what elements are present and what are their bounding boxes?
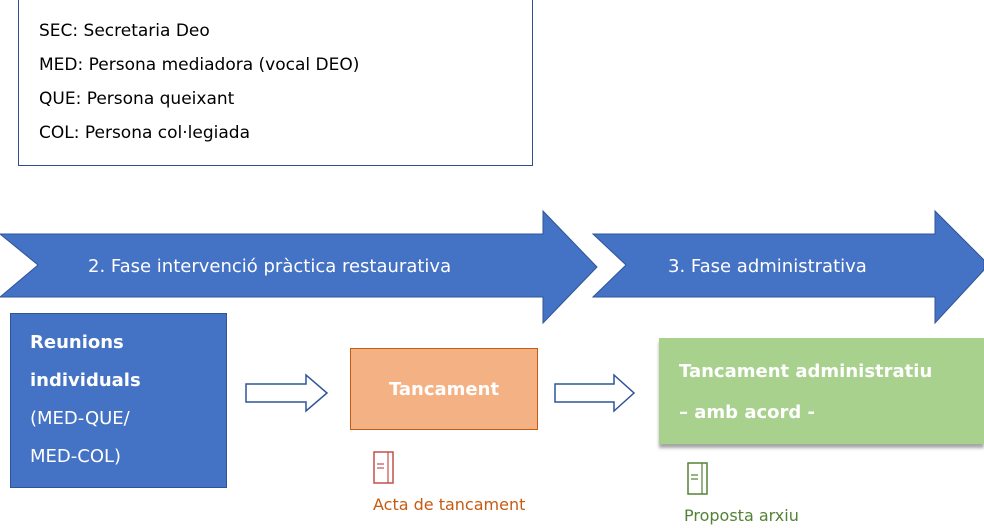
admin-title-line2: – amb acord - xyxy=(679,402,816,423)
legend-box: SEC: Secretaria Deo MED: Persona mediado… xyxy=(18,0,533,166)
phase-2-arrow xyxy=(0,209,598,325)
connector-arrow-1 xyxy=(245,373,329,413)
legend-line-med: MED: Persona mediadora (vocal DEO) xyxy=(39,55,360,75)
arxiu-document-icon xyxy=(687,462,708,495)
admin-title-line1: Tancament administratiu xyxy=(679,361,933,382)
phase-3-label: 3. Fase administrativa xyxy=(668,256,867,277)
phase-3-arrow xyxy=(591,209,984,325)
connector-arrow-2 xyxy=(554,373,636,413)
step-tancament: Tancament xyxy=(350,348,538,430)
reunions-title-line1: Reunions xyxy=(30,332,124,353)
step-tancament-administratiu: Tancament administratiu – amb acord - xyxy=(659,338,984,444)
legend-line-col: COL: Persona col·legiada xyxy=(39,123,250,143)
reunions-detail-line2: MED-COL) xyxy=(30,446,122,467)
legend-line-sec: SEC: Secretaria Deo xyxy=(39,21,210,41)
reunions-title-line2: individuals xyxy=(30,370,141,391)
step-reunions-individuals: Reunions individuals (MED-QUE/ MED-COL) xyxy=(10,313,227,488)
acta-document-icon xyxy=(373,451,394,484)
reunions-detail-line1: (MED-QUE/ xyxy=(30,408,130,429)
acta-document-label: Acta de tancament xyxy=(373,495,526,514)
arxiu-document-label: Proposta arxiu xyxy=(684,506,799,525)
legend-line-que: QUE: Persona queixant xyxy=(39,89,235,109)
phase-2-label: 2. Fase intervenció pràctica restaurativ… xyxy=(88,256,452,277)
tancament-label: Tancament xyxy=(388,378,500,400)
